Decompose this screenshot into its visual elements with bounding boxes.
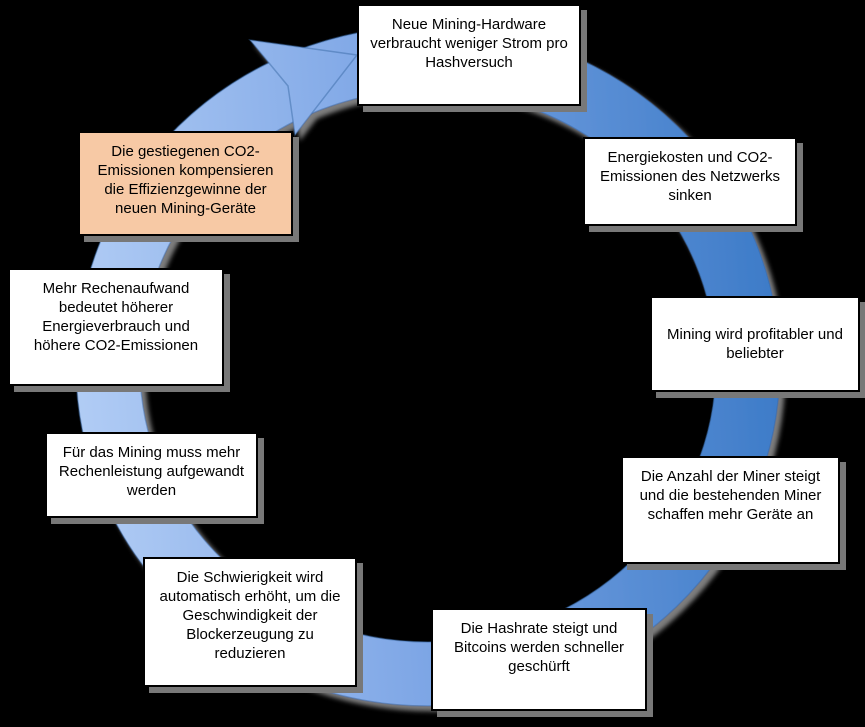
step-co2-compensation-box: Die gestiegenen CO2-Emissionen kompensie… — [78, 131, 293, 236]
step-energy-consumption-label: Mehr Rechenaufwand bedeutet höherer Ener… — [33, 280, 199, 354]
step-compute-power-box: Für das Mining muss mehr Rechenleistung … — [45, 432, 258, 518]
step-mining-profitable-box: Mining wird profitabler und beliebter — [650, 296, 860, 392]
step-miner-count-box: Die Anzahl der Miner steigt und die best… — [621, 456, 840, 564]
step-hashrate-label: Die Hashrate steigt und Bitcoins werden … — [453, 620, 625, 675]
step-compute-power-label: Für das Mining muss mehr Rechenleistung … — [58, 444, 245, 499]
step-co2-compensation-label: Die gestiegenen CO2-Emissionen kompensie… — [97, 143, 274, 217]
step-new-hardware-label: Neue Mining-Hardware verbraucht weniger … — [370, 16, 568, 71]
step-difficulty-label: Die Schwierigkeit wird automatisch erhöh… — [159, 569, 341, 662]
step-new-hardware-box: Neue Mining-Hardware verbraucht weniger … — [357, 4, 581, 106]
step-energy-costs-sink-box: Energiekosten und CO2-Emissionen des Net… — [583, 137, 797, 226]
circular-arrow-head — [248, 38, 359, 137]
step-mining-profitable-label: Mining wird profitabler und beliebter — [667, 326, 843, 362]
step-hashrate-box: Die Hashrate steigt und Bitcoins werden … — [431, 608, 647, 711]
step-energy-costs-sink-label: Energiekosten und CO2-Emissionen des Net… — [599, 149, 781, 204]
step-miner-count-label: Die Anzahl der Miner steigt und die best… — [639, 468, 822, 523]
step-energy-consumption-box: Mehr Rechenaufwand bedeutet höherer Ener… — [8, 268, 224, 386]
step-difficulty-box: Die Schwierigkeit wird automatisch erhöh… — [143, 557, 357, 687]
